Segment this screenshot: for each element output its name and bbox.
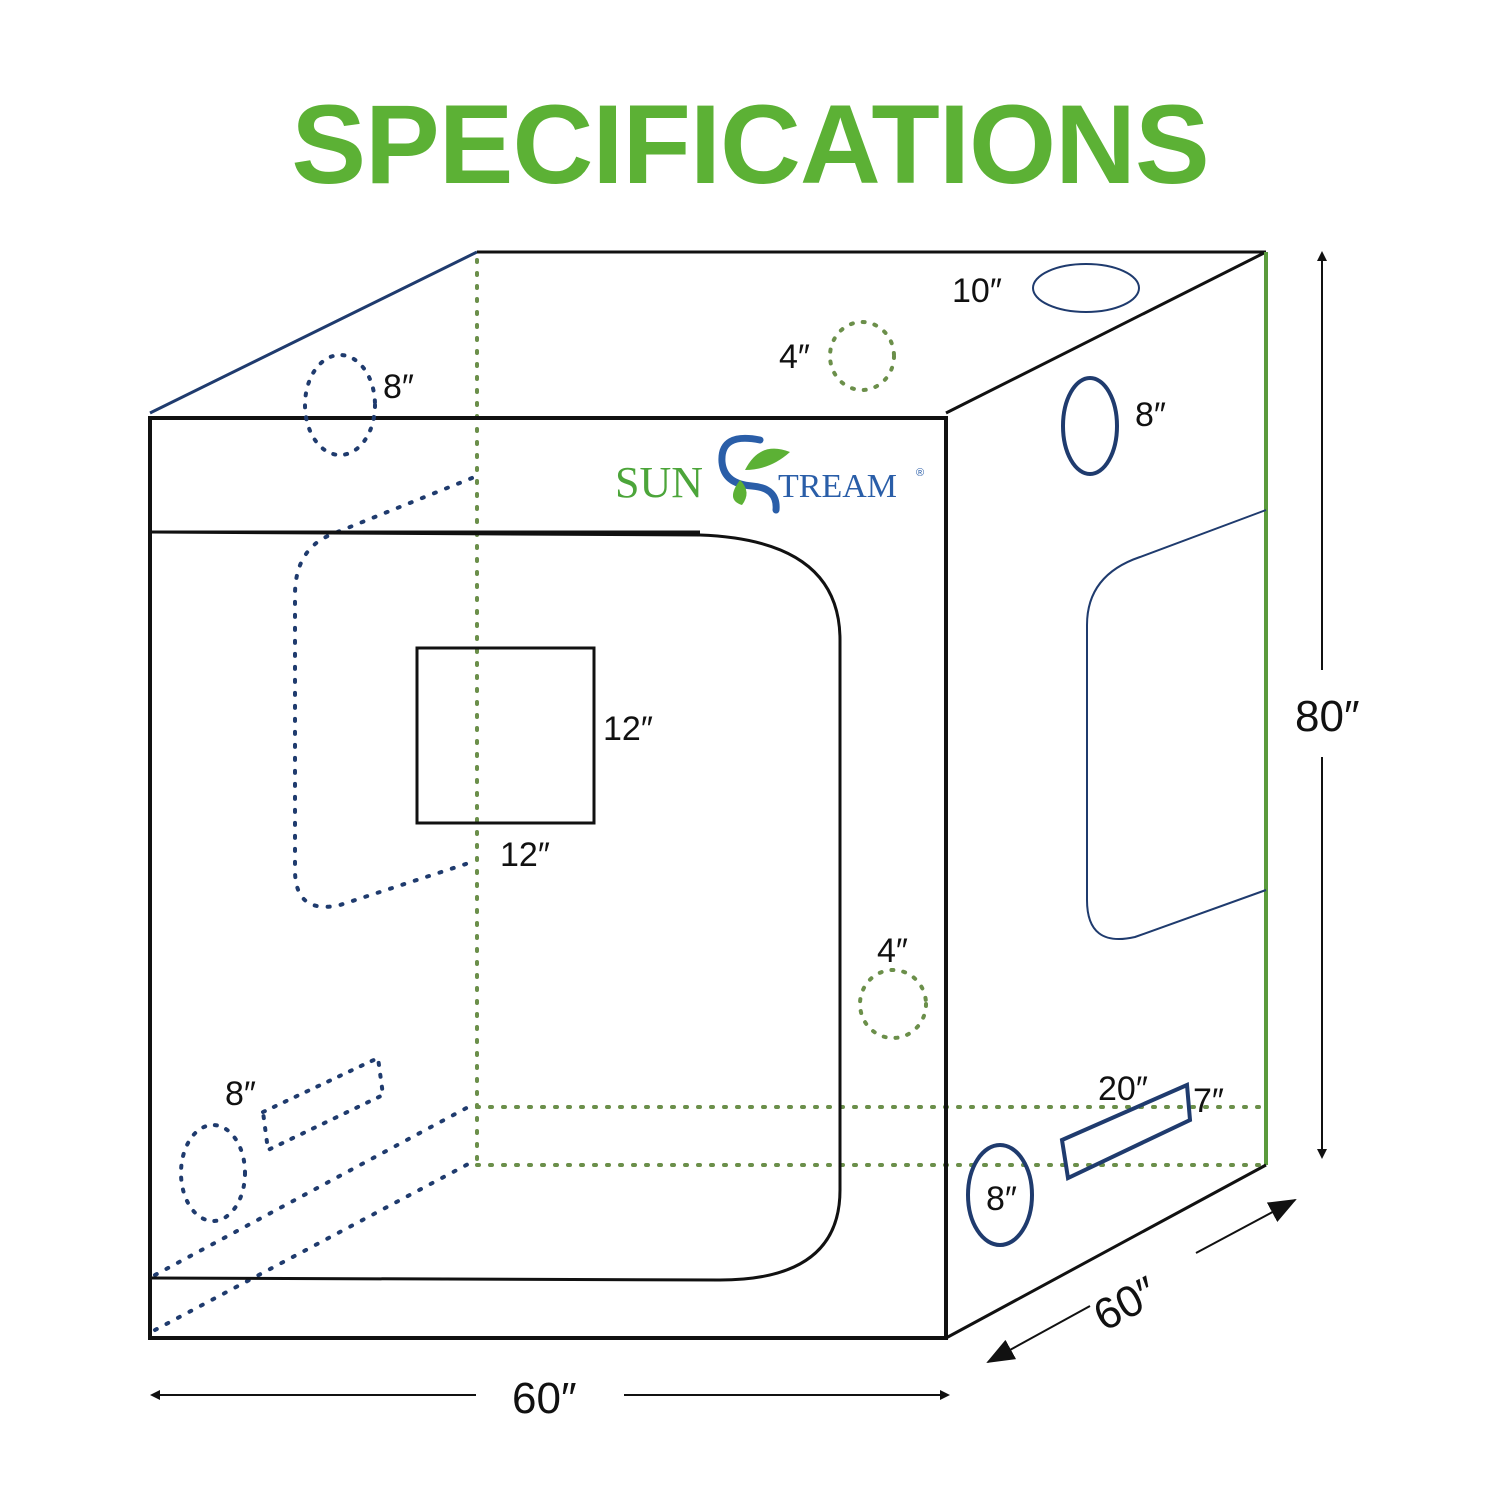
front-face (148, 416, 948, 1340)
label-height: 80″ (1295, 692, 1360, 741)
top-right-edge (945, 250, 1267, 415)
hidden-floor-left-upper (153, 1103, 474, 1277)
hidden-floor-left-lower (153, 1160, 474, 1332)
side-lower-small-vent (858, 968, 928, 1040)
top-back-right-vent (1032, 263, 1140, 313)
side-bottom-vent (966, 1143, 1034, 1247)
label-width: 60″ (512, 1374, 577, 1423)
label-depth: 60″ (1086, 1267, 1166, 1341)
bottom-left-slot (260, 1055, 386, 1153)
label-top-front-left-vent: 8″ (383, 368, 414, 406)
label-side-slot-height: 7″ (1193, 1082, 1224, 1120)
logo-registered-mark: ® (916, 467, 924, 479)
label-side-slot-width: 20″ (1098, 1070, 1148, 1108)
sunstream-logo: SUN TREAM ® (615, 434, 924, 514)
side-bottom-edge (945, 1163, 1267, 1340)
label-side-bottom-vent: 8″ (986, 1180, 1017, 1218)
bottom-left-vent (179, 1123, 247, 1223)
depth-arrow-up-right (1195, 1199, 1297, 1254)
side-upper-vent (1061, 376, 1119, 476)
label-top-back-right-vent: 10″ (952, 272, 1002, 310)
logo-tream-text: TREAM (778, 468, 897, 505)
label-top-middle-vent: 4″ (779, 338, 810, 376)
side-slot-20x7 (1059, 1082, 1193, 1181)
label-inner-window-height: 12″ (603, 710, 653, 748)
page-title: SPECIFICATIONS (291, 82, 1209, 207)
label-side-lower-small-vent: 4″ (877, 932, 908, 970)
front-door-outline (149, 530, 842, 1282)
logo-sun-text: SUN (615, 458, 703, 507)
top-left-edge (149, 250, 478, 415)
top-middle-vent (828, 320, 896, 392)
label-side-upper-vent: 8″ (1135, 396, 1166, 434)
top-front-left-vent (303, 353, 377, 457)
label-inner-window-width: 12″ (500, 836, 550, 874)
sunstream-leaf-s-logo-icon (718, 434, 790, 514)
inner-window-12x12 (415, 646, 596, 825)
depth-arrow-down-left (986, 1305, 1091, 1363)
hidden-back-door-outline (293, 476, 474, 909)
side-window-outline (1086, 509, 1267, 941)
label-bottom-left-vent: 8″ (225, 1075, 256, 1113)
